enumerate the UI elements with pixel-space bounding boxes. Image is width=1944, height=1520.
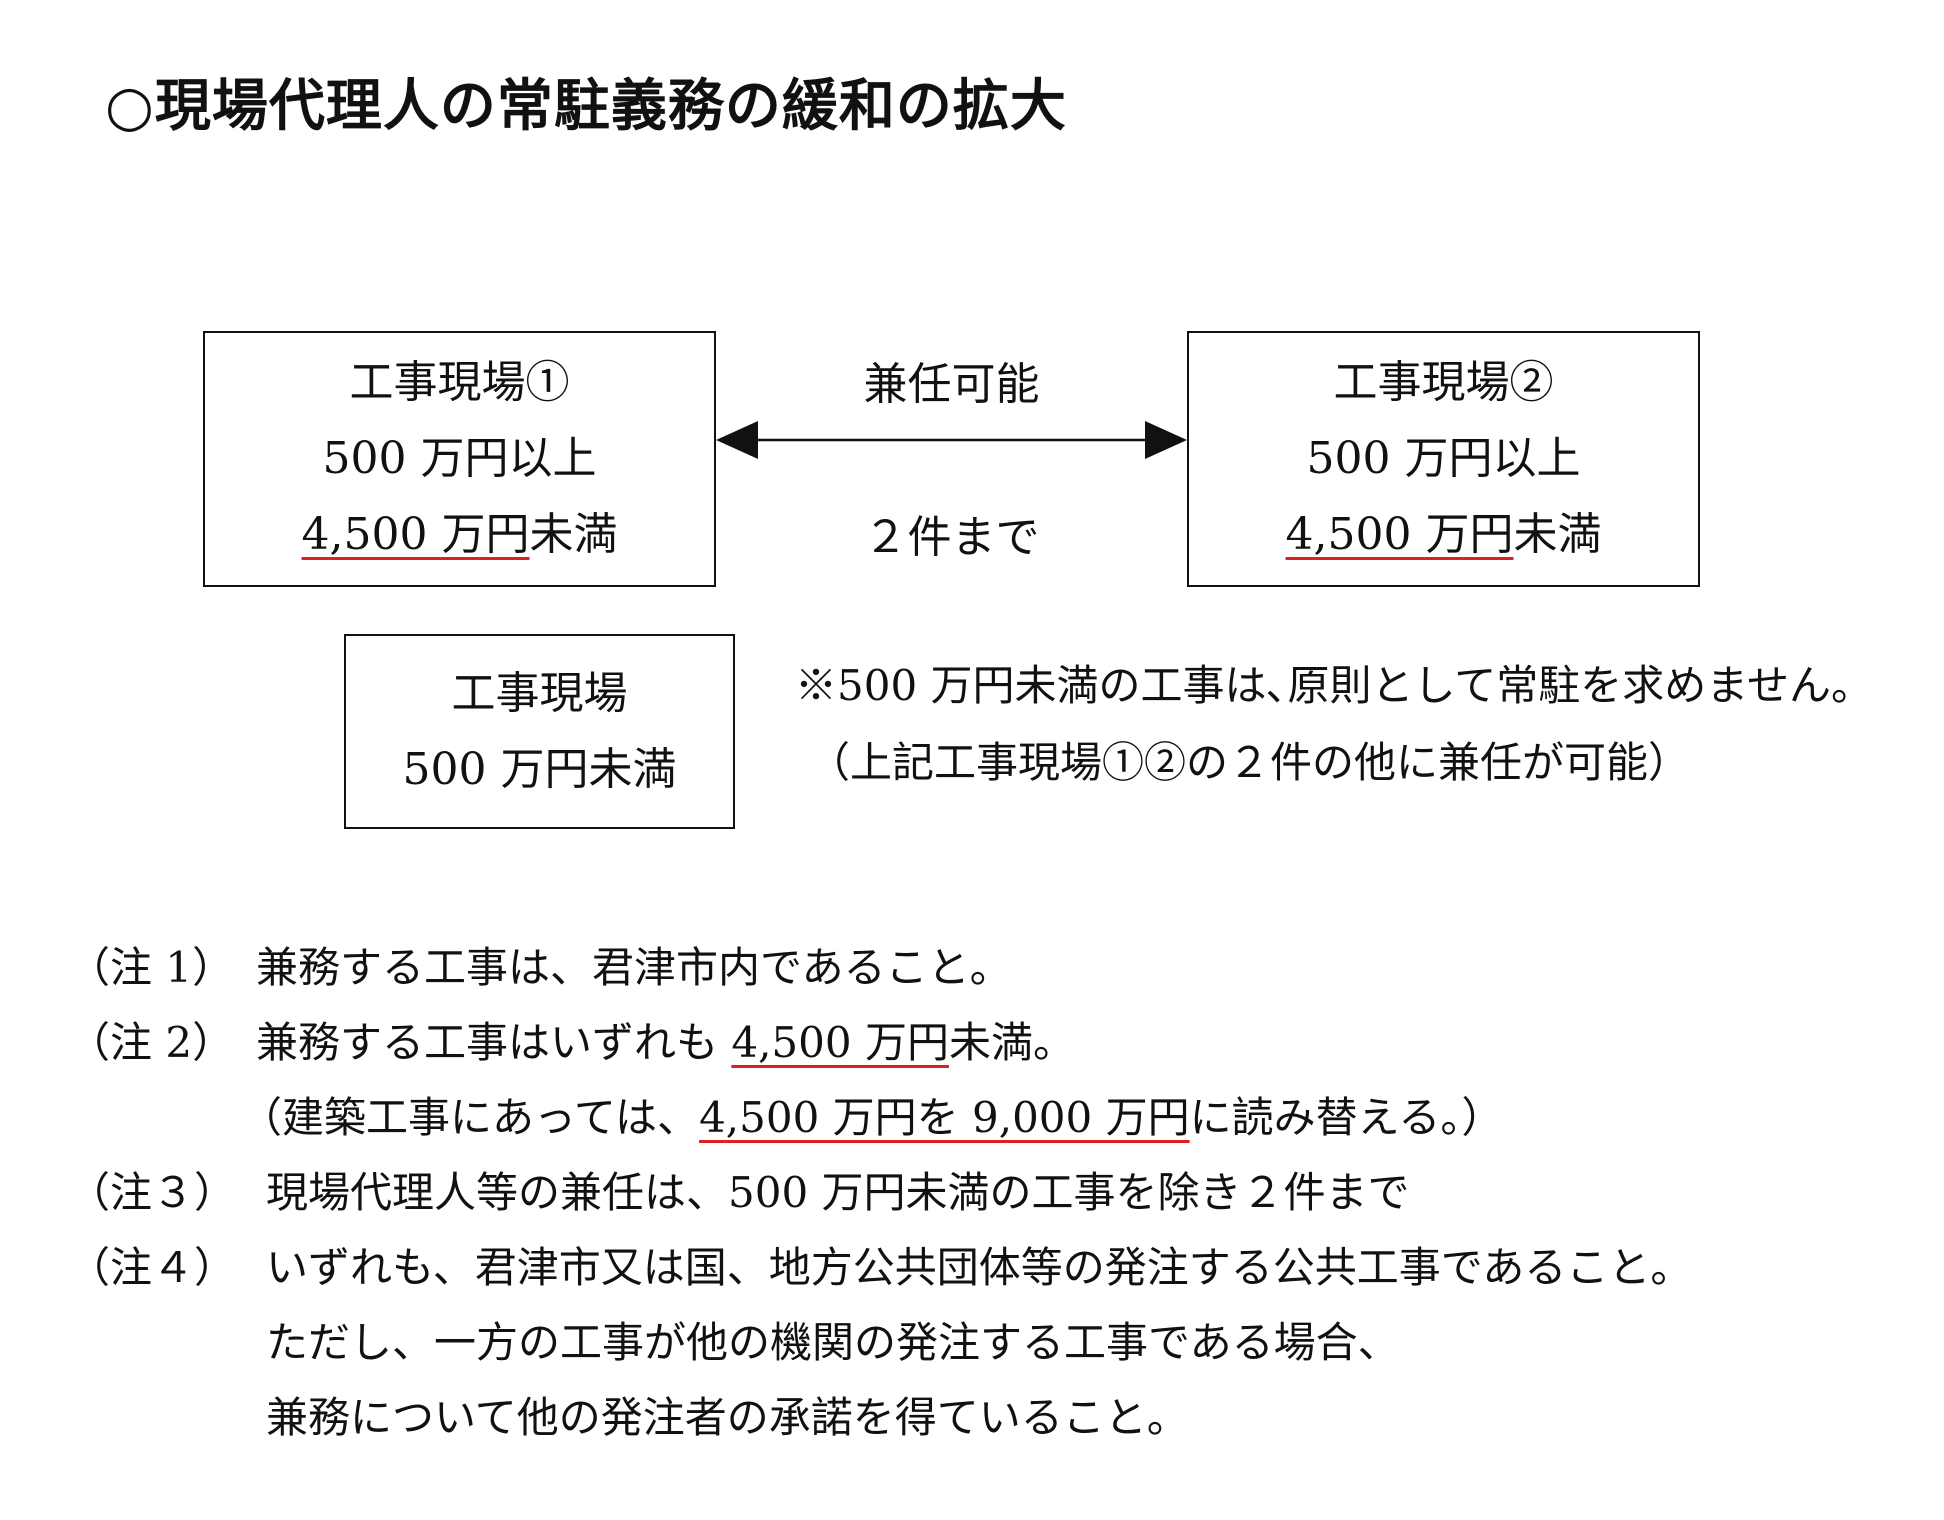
page-title: ○現場代理人の常駐義務の緩和の拡大 xyxy=(105,73,1067,139)
note-4-text: いずれも、君津市又は国、地方公共団体等の発注する公共工事であること。 xyxy=(266,1243,1693,1292)
site-1-box: 工事現場① 500 万円以上 4,500 万円未満 xyxy=(203,331,716,587)
site-2-lower-bound: 500 万円以上 xyxy=(1306,433,1581,484)
site-1-upper-bound: 4,500 万円未満 xyxy=(302,497,618,573)
note-4-continuation-2: 兼務について他の発注者の承諾を得ていること。 xyxy=(266,1393,1189,1442)
site-1-lower-bound: 500 万円以上 xyxy=(322,433,597,484)
remark-line-1: ※500 万円未満の工事は､原則として常駐を求めません。 xyxy=(795,661,1873,710)
site-small-box: 工事現場 500 万円未満 xyxy=(344,634,735,829)
note-1: （注 1） 兼務する工事は、君津市内であること。 xyxy=(68,938,1012,998)
concurrent-label: 兼任可能 xyxy=(863,359,1040,410)
note-2-text-after: 未満。 xyxy=(948,1018,1075,1067)
note-4: （注４） いずれも、君津市又は国、地方公共団体等の発注する公共工事であること。 xyxy=(68,1238,1692,1298)
site-small-name: 工事現場 xyxy=(451,667,628,719)
site-2-upper-bound: 4,500 万円未満 xyxy=(1286,497,1602,573)
note-2: （注 2） 兼務する工事はいずれも 4,500 万円未満。 xyxy=(68,1013,1075,1073)
note-2-cont-before: （建築工事にあっては、 xyxy=(240,1093,700,1142)
site-1-name: 工事現場① xyxy=(349,357,570,408)
note-2-amount: 4,500 万円 xyxy=(731,1018,949,1067)
note-2-cont-after: に読み替える。） xyxy=(1189,1093,1504,1142)
note-4-continuation-1: ただし、一方の工事が他の機関の発注する工事である場合、 xyxy=(266,1318,1400,1367)
note-1-label: （注 1） xyxy=(68,943,235,992)
site-2-upper-suffix: 未満 xyxy=(1513,509,1602,560)
note-2-cont-amount: 4,500 万円を 9,000 万円 xyxy=(699,1093,1190,1142)
note-2-continuation: （建築工事にあっては、4,500 万円を 9,000 万円に読み替える。） xyxy=(240,1088,1503,1148)
site-2-box: 工事現場② 500 万円以上 4,500 万円未満 xyxy=(1187,331,1700,587)
note-3-label: （注３） xyxy=(68,1168,237,1217)
arrow-head-right xyxy=(1145,421,1187,459)
site-1-upper-amount: 4,500 万円 xyxy=(301,509,530,560)
site-2-upper-amount: 4,500 万円 xyxy=(1285,509,1514,560)
site-small-range: 500 万円未満 xyxy=(402,743,677,795)
site-2-name: 工事現場② xyxy=(1333,357,1554,408)
note-1-text: 兼務する工事は、君津市内であること。 xyxy=(256,943,1012,992)
remark-line-2: （上記工事現場①②の２件の他に兼任が可能） xyxy=(808,738,1691,787)
note-2-label: （注 2） xyxy=(68,1018,235,1067)
limit-label: ２件まで xyxy=(863,512,1040,563)
note-2-text-before: 兼務する工事はいずれも xyxy=(256,1018,732,1067)
site-1-upper-suffix: 未満 xyxy=(529,509,618,560)
arrow-head-left xyxy=(716,421,758,459)
note-3-text: 現場代理人等の兼任は、500 万円未満の工事を除き２件まで xyxy=(266,1168,1410,1217)
note-3: （注３） 現場代理人等の兼任は、500 万円未満の工事を除き２件まで xyxy=(68,1163,1410,1223)
double-arrow-icon xyxy=(716,421,1187,459)
note-4-label: （注４） xyxy=(68,1243,237,1292)
